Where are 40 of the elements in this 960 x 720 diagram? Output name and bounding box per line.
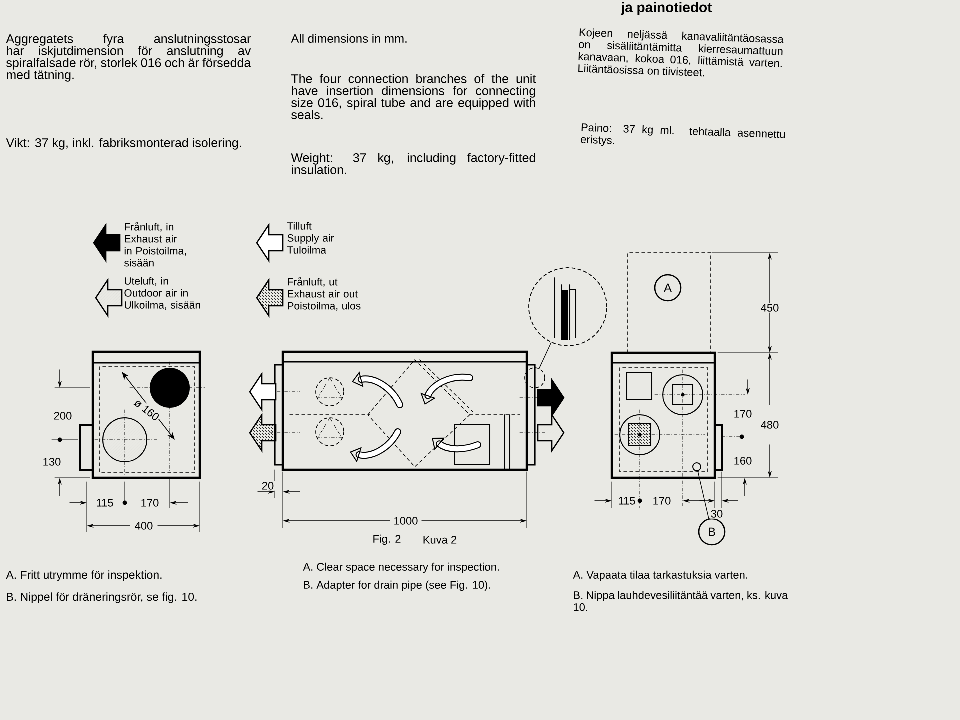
dimension-label: 170 <box>652 496 672 506</box>
dimension-label: 450 <box>760 303 780 313</box>
dimension-label: 170 <box>140 498 160 508</box>
figure-caption: Kuva 2 <box>424 536 457 544</box>
paragraph: Kojeen neljässä kanavaliitäntäosassa on sisäliitäntämitta kierresaumattuun kanavaan, kokoa 016, liittämistä varten. Liitäntäosissa on tiivisteet. <box>578 28 784 77</box>
paragraph: All dimensions in mm. <box>291 34 407 43</box>
note: B. Nippa lauhdevesiliitäntää varten, ks. kuva 10. <box>574 591 788 612</box>
dimension-label: 200 <box>52 411 74 421</box>
legend-label: Uteluft, in Outdoor air in Ulkoilma, sisään <box>124 277 200 310</box>
paragraph: The four connection branches of the unit have insertion dimensions for connecting size 016, spiral tube and are equipped with seals. <box>292 74 536 120</box>
leader-line <box>698 471 710 520</box>
paragraph: Vikt: 37 kg, inkl. fabriksmonterad isolering. <box>6 138 242 150</box>
dimension-label: 20 <box>260 481 276 491</box>
detail-magnifier <box>528 268 608 346</box>
dimension-label: 170 <box>732 409 754 419</box>
dimension-label: 160 <box>732 456 754 466</box>
dimension-label: 30 <box>710 509 724 519</box>
legend-label: Frånluft, in Exhaust air in Poistoilma, sisään <box>124 222 186 267</box>
paragraph: Paino: 37 kg ml. tehtaalla asennettu eristys. <box>581 124 786 146</box>
detail-marker <box>524 368 546 388</box>
dimension-label: 480 <box>760 420 780 430</box>
drain-nipple <box>692 462 702 472</box>
section-heading: ja painotiedot <box>621 2 712 16</box>
figure-caption: Fig. 2 <box>374 534 401 546</box>
note: B. Adapter for drain pipe (see Fig. 10). <box>304 580 490 592</box>
dimension-label: 115 <box>95 498 115 508</box>
note: A. Fritt utrymme för inspektion. <box>6 570 162 582</box>
dimension-label: 130 <box>42 457 62 467</box>
dimension-label: 1000 <box>392 516 420 526</box>
paragraph: Weight: 37 kg, including factory-fitted insulation. <box>291 153 536 174</box>
dimension-label: ø 160 <box>132 396 162 424</box>
dimension-label: 115 <box>617 496 637 506</box>
legend-label: Tilluft Supply air Tuloilma <box>287 222 334 254</box>
legend-label: Frånluft, ut Exhaust air out Poistoilma, ulos <box>288 277 361 312</box>
leader-line <box>539 342 552 369</box>
note: B. Nippel för dräneringsrör, se fig. 10. <box>7 592 197 604</box>
paragraph: Aggregatets fyra anslutningsstosar har iskjutdimension för anslutning av spiralfalsade rör, storlek 016 och är försedda med tätning. <box>6 34 252 82</box>
note: A. Clear space necessary for inspection. <box>303 562 500 574</box>
note: A. Vapaata tilaa tarkastuksia varten. <box>573 570 748 582</box>
dimension-label: 400 <box>134 521 154 531</box>
